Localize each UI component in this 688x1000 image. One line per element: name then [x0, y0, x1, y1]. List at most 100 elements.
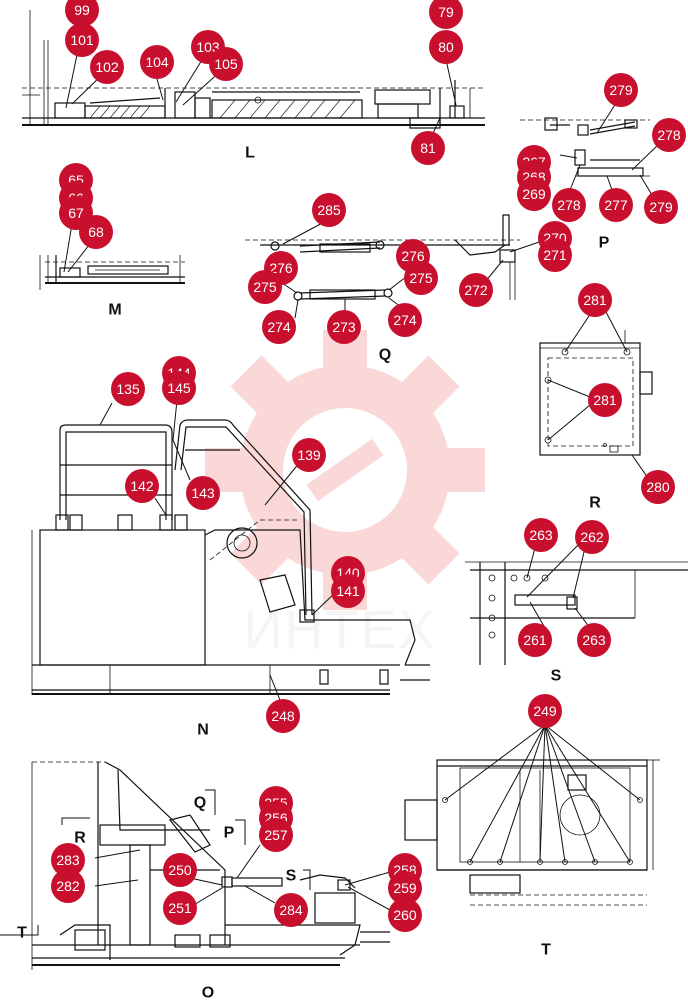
section-marks: Q P R S T — [0, 789, 311, 942]
watermark-text: ИНТЕХ — [244, 600, 437, 660]
callout-282: 282 — [51, 869, 85, 903]
callout-284: 284 — [274, 893, 308, 927]
svg-text:269: 269 — [522, 186, 546, 202]
svg-text:143: 143 — [191, 485, 215, 501]
watermark: ИНТЕХ — [205, 330, 485, 660]
view-label-l: L — [245, 145, 255, 162]
view-label-s: S — [551, 668, 562, 685]
svg-text:141: 141 — [336, 583, 360, 599]
callout-259: 259 — [388, 871, 422, 905]
callout-104: 104 — [140, 45, 174, 79]
svg-text:139: 139 — [297, 447, 321, 463]
svg-text:80: 80 — [438, 39, 454, 55]
svg-text:261: 261 — [523, 632, 547, 648]
svg-text:79: 79 — [438, 4, 454, 20]
callout-260: 260 — [388, 898, 422, 932]
callout-278-bottom: 278 — [552, 188, 586, 222]
svg-text:278: 278 — [657, 127, 681, 143]
svg-text:275: 275 — [253, 279, 277, 295]
svg-text:250: 250 — [168, 862, 192, 878]
callout-271: 271 — [538, 238, 572, 272]
callout-145: 145 — [162, 371, 196, 405]
svg-text:104: 104 — [145, 54, 169, 70]
view-label-m: M — [108, 302, 121, 319]
section-mark-t: T — [17, 925, 27, 942]
callout-275-left: 275 — [248, 270, 282, 304]
callout-283: 283 — [51, 843, 85, 877]
callout-274-left: 274 — [262, 310, 296, 344]
callout-281-top: 281 — [578, 283, 612, 317]
svg-text:274: 274 — [267, 319, 291, 335]
callout-277: 277 — [599, 188, 633, 222]
callout-99: 99 — [65, 0, 99, 27]
svg-text:285: 285 — [317, 202, 341, 218]
callout-272: 272 — [459, 273, 493, 307]
section-mark-r: R — [74, 830, 86, 847]
svg-text:282: 282 — [56, 878, 80, 894]
callout-101: 101 — [65, 23, 99, 57]
callout-81: 81 — [411, 131, 445, 165]
svg-text:263: 263 — [529, 527, 553, 543]
svg-text:281: 281 — [593, 392, 617, 408]
callout-80: 80 — [429, 30, 463, 64]
svg-text:81: 81 — [420, 140, 436, 156]
callout-141: 141 — [331, 574, 365, 608]
view-labels: L M P Q R N S T O — [108, 145, 609, 1000]
callout-139: 139 — [292, 438, 326, 472]
callout-275-right: 275 — [404, 261, 438, 295]
view-r — [539, 330, 653, 456]
svg-text:249: 249 — [533, 703, 557, 719]
view-m — [39, 255, 185, 290]
svg-text:272: 272 — [464, 282, 488, 298]
svg-text:102: 102 — [95, 59, 119, 75]
view-s — [465, 561, 688, 665]
callout-143: 143 — [186, 476, 220, 510]
callout-263-top: 263 — [524, 518, 558, 552]
callout-251: 251 — [163, 891, 197, 925]
callout-263-bottom: 263 — [577, 623, 611, 657]
section-mark-s: S — [286, 868, 297, 885]
svg-text:145: 145 — [167, 380, 191, 396]
svg-text:263: 263 — [582, 632, 606, 648]
svg-text:284: 284 — [279, 902, 303, 918]
svg-text:279: 279 — [609, 82, 633, 98]
svg-text:99: 99 — [74, 2, 90, 18]
callout-285: 285 — [312, 193, 346, 227]
svg-text:279: 279 — [649, 199, 673, 215]
callout-135: 135 — [111, 372, 145, 406]
view-q — [245, 214, 520, 301]
svg-text:276: 276 — [401, 248, 425, 264]
svg-text:278: 278 — [557, 197, 581, 213]
svg-text:68: 68 — [88, 224, 104, 240]
view-label-r: R — [589, 495, 601, 512]
view-o — [31, 761, 390, 970]
svg-text:283: 283 — [56, 852, 80, 868]
callout-248: 248 — [266, 699, 300, 733]
svg-text:280: 280 — [646, 479, 670, 495]
svg-text:273: 273 — [332, 319, 356, 335]
svg-text:103: 103 — [196, 39, 220, 55]
svg-text:67: 67 — [68, 205, 84, 221]
view-label-p: P — [599, 235, 610, 252]
svg-text:281: 281 — [583, 292, 607, 308]
callout-261: 261 — [518, 623, 552, 657]
callout-280: 280 — [641, 470, 675, 504]
section-mark-p: P — [224, 825, 235, 842]
svg-text:262: 262 — [580, 529, 604, 545]
svg-text:275: 275 — [409, 270, 433, 286]
callout-269: 269 — [517, 177, 551, 211]
callout-274-right: 274 — [388, 303, 422, 337]
svg-text:274: 274 — [393, 312, 417, 328]
callout-250: 250 — [163, 853, 197, 887]
svg-text:260: 260 — [393, 907, 417, 923]
svg-text:135: 135 — [116, 381, 140, 397]
svg-text:105: 105 — [214, 56, 238, 72]
section-mark-q: Q — [194, 795, 206, 812]
svg-text:259: 259 — [393, 880, 417, 896]
callout-262: 262 — [575, 520, 609, 554]
callout-279-top: 279 — [604, 73, 638, 107]
svg-text:248: 248 — [271, 708, 295, 724]
view-label-q: Q — [379, 347, 391, 364]
callout-281-mid: 281 — [588, 383, 622, 417]
